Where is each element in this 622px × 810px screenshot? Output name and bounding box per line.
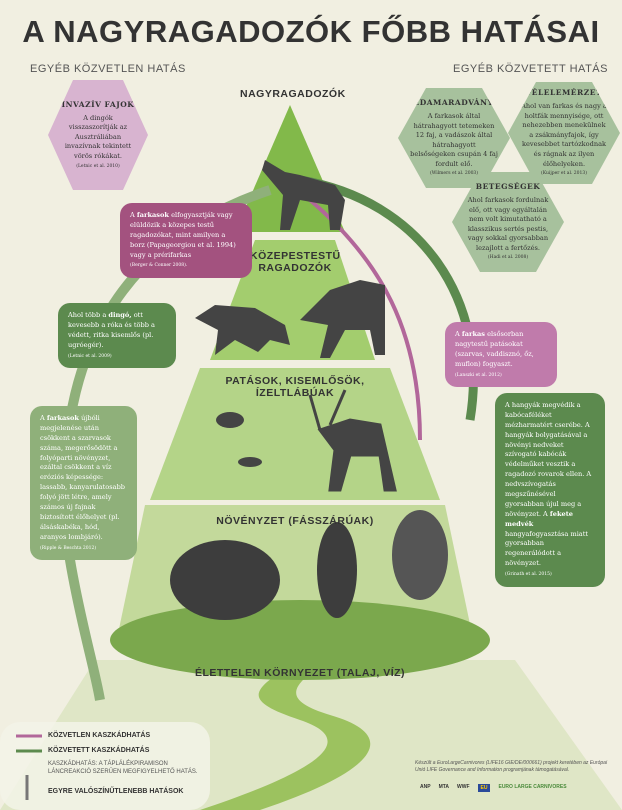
logo-euro-large-carnivores: EURO LARGE CARNIVORES xyxy=(498,784,567,790)
level-label-abiotic: ÉLETTELEN KÖRNYEZET (TALAJ, VÍZ) xyxy=(194,667,406,679)
box-bears-ants: A hangyák megvédik a kabócaféléket mézha… xyxy=(495,393,605,587)
box-dingo: Ahol több a dingó, ott kevesebb a róka é… xyxy=(58,303,176,369)
box-wolves-mesopredators: A farkasok elfogyasztják vagy elüldözik … xyxy=(120,203,252,279)
level-label-meso: KÖZEPESTESTŰ RAGADOZÓK xyxy=(250,250,341,274)
mouse-silhouette xyxy=(216,412,244,428)
legend-panel xyxy=(0,722,210,810)
jackal-silhouette xyxy=(300,280,385,358)
hex-title: BETEGSÉGEK xyxy=(475,182,541,192)
hex-citation: (Kuijper et al. 2013) xyxy=(541,171,587,177)
hex-text: Ahol van farkas és nagy a holtfák mennyi… xyxy=(521,102,607,168)
hex-citation: (Wilmers et al. 2003) xyxy=(429,171,479,177)
box-bold: farkasok xyxy=(46,414,79,422)
box-text: A xyxy=(130,211,137,219)
box-text: A xyxy=(40,414,47,422)
credit-text: Készült a EuroLargeCarnivores (LIFE16 GI… xyxy=(415,760,608,773)
logo-wwf: WWF xyxy=(457,784,470,790)
level-label-vegetation: NÖVÉNYZET (FÁSSZÁRÚAK) xyxy=(216,515,374,527)
box-text: újbóli megjelenése után csökkent a szarv… xyxy=(40,414,126,541)
left-header: EGYÉB KÖZVETLEN HATÁS xyxy=(30,63,186,75)
fox-silhouette xyxy=(195,305,290,355)
hex-title: INVAZÍV FAJOK xyxy=(61,99,135,109)
logo-eu: EU xyxy=(477,784,491,792)
hex-text: Ahol farkasok fordulnak elő, ott vagy eg… xyxy=(467,196,549,252)
page-title: A NAGYRAGADOZÓK FŐBB HATÁSAI xyxy=(22,14,600,49)
box-text: A xyxy=(455,330,462,338)
hex-fear: FÉLELEMÉRZET Ahol van farkas és nagy a h… xyxy=(508,82,620,184)
logo-mta: MTA xyxy=(438,784,450,790)
logo-row: ANP MTA WWF EU EURO LARGE CARNIVORES xyxy=(420,784,567,792)
level-herbivores xyxy=(150,368,440,500)
hex-text: A dingók visszaszorítják az Ausztráliába… xyxy=(64,113,132,160)
box-text: hangyafogyasztása miatt gyorsabban regen… xyxy=(505,529,589,568)
level-label-apex: NAGYRAGADOZÓK xyxy=(240,88,346,100)
tree-poplar xyxy=(317,522,357,618)
hex-title: FÉLELEMÉRZET xyxy=(525,88,603,98)
level-label-herbivores: PATÁSOK, KISEMLŐSÖK, ÍZELTLÁBÚAK xyxy=(225,375,365,399)
box-wolves-rivers: A farkasok újbóli megjelenése után csökk… xyxy=(30,406,137,561)
box-citation: (Grinath et al. 2015) xyxy=(505,572,552,578)
box-bold: farkasok xyxy=(136,211,169,219)
legend-direct: KÖZVETLEN KASZKÁDHATÁS xyxy=(48,732,151,739)
box-citation: (Ripple & Beschta 2012) xyxy=(40,545,97,551)
box-text: Ahol több a xyxy=(68,311,109,319)
wolf-silhouette xyxy=(262,160,345,230)
ant-silhouette xyxy=(238,457,262,467)
deer-silhouette xyxy=(308,389,397,492)
tree-oak xyxy=(170,540,280,620)
hill xyxy=(110,600,490,680)
legend-indirect: KÖZVETETT KASZKÁDHATÁS xyxy=(48,747,150,754)
box-bold: dingó, xyxy=(108,311,132,319)
hex-title: PRÉDAMARADVÁNYOK xyxy=(400,98,508,108)
tree-willow xyxy=(392,510,448,600)
river xyxy=(200,660,371,810)
box-wolf-ungulates: A farkas elsősorban nagytestű patásokat … xyxy=(445,322,557,388)
box-citation: (Lanszki et al. 2012) xyxy=(455,372,502,378)
box-citation: (Berger & Conner 2008). xyxy=(130,263,188,269)
box-text: elsősorban nagytestű patásokat (szarvas,… xyxy=(455,330,534,368)
legend-less-likely: EGYRE VALÓSZÍNŰTLENEBB HATÁSOK xyxy=(48,788,184,795)
box-text: elfogyasztják vagy elüldözik a közepes t… xyxy=(130,211,236,259)
hex-citation: (Letnic et al. 2010) xyxy=(76,163,120,169)
logo-anp: ANP xyxy=(420,784,431,790)
hex-text: A farkasok által hátrahagyott tetemeken … xyxy=(410,112,498,168)
legend-definition: KASZKÁDHATÁS: A TÁPLÁLÉKPIRAMISON LÁNCRE… xyxy=(48,761,198,776)
box-text: ott kevesebb a róka és több a védett, ri… xyxy=(68,311,155,349)
hex-citation: (Hadi et al. 2008) xyxy=(487,255,529,261)
right-header: EGYÉB KÖZVETETT HATÁS xyxy=(453,63,608,75)
box-bold: fekete medvék xyxy=(505,509,573,528)
box-citation: (Letnic et al. 2009) xyxy=(68,353,112,359)
box-text: A hangyák megvédik a kabócaféléket mézha… xyxy=(505,401,592,518)
box-bold: farkas xyxy=(461,330,485,338)
